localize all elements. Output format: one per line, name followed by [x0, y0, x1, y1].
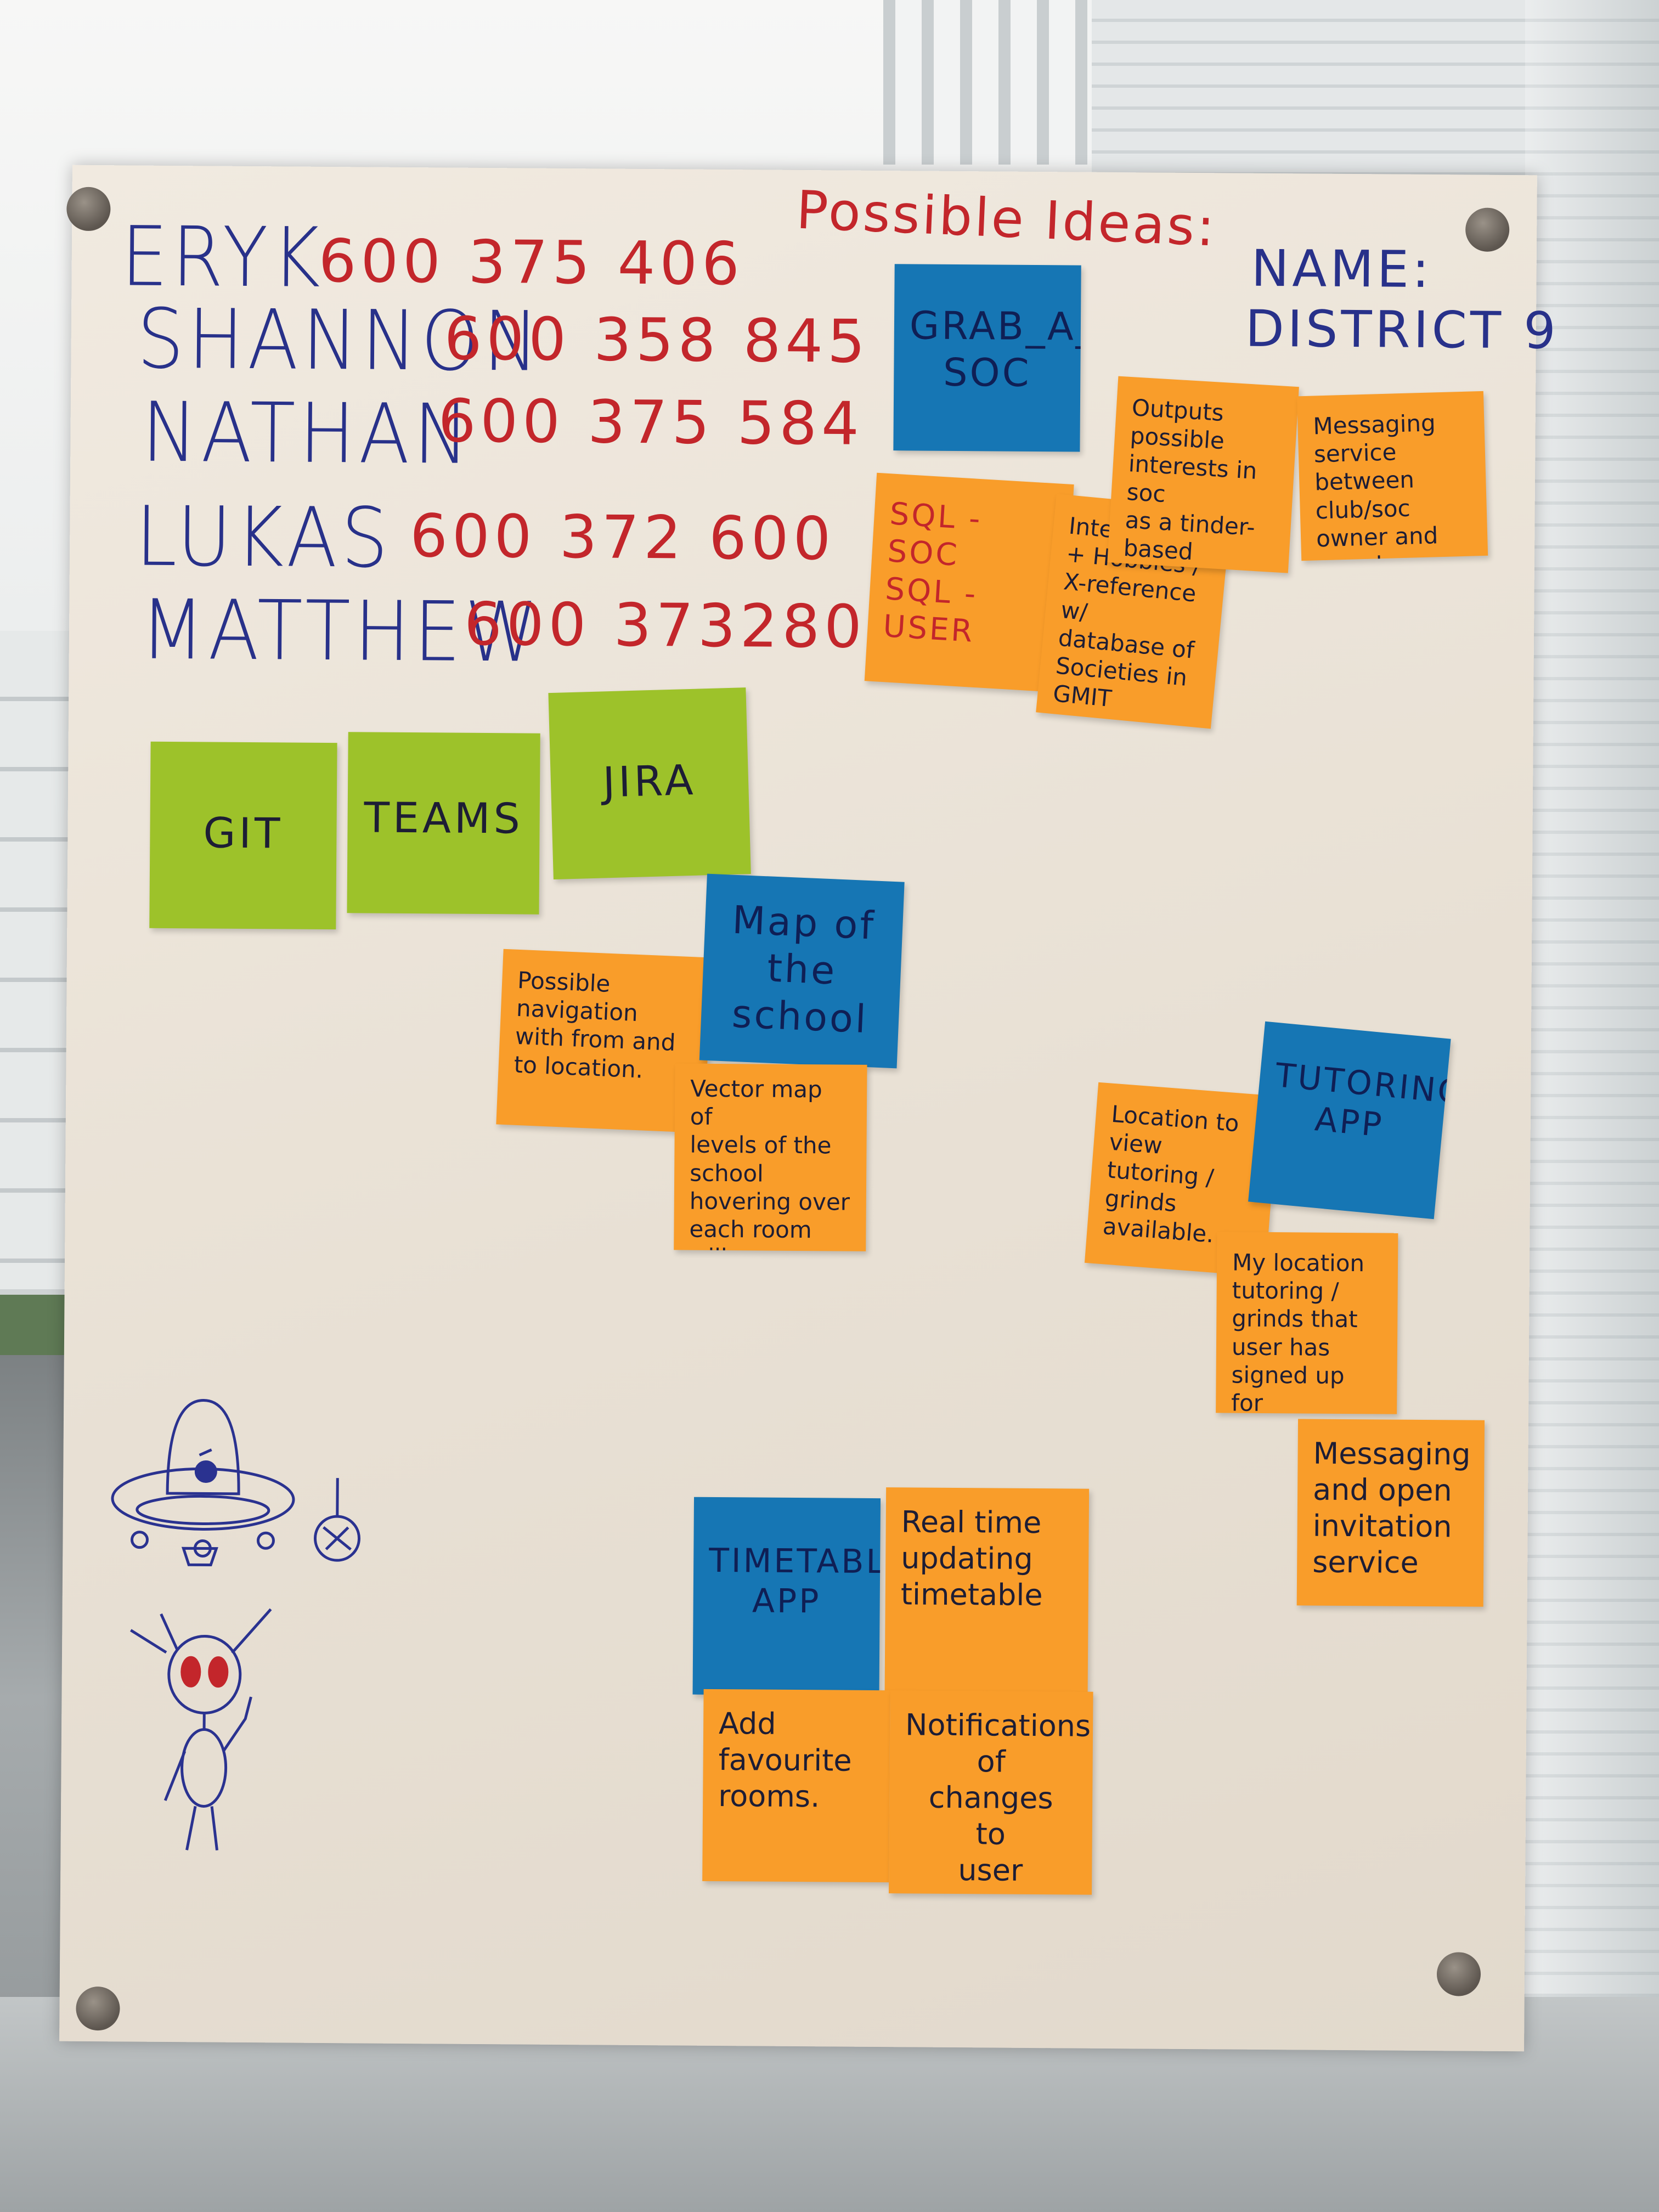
idea-note: Vector map of levels of the school hover… — [674, 1063, 867, 1251]
member-number: 600 372 600 — [409, 502, 836, 574]
idea-note-text: Add favourite rooms. — [718, 1706, 852, 1814]
idea-note: My location tutoring / grinds that user … — [1216, 1232, 1398, 1414]
pushpin-icon — [76, 1986, 120, 2031]
idea-note-text: Messaging service between club/soc owner… — [1312, 409, 1438, 561]
tool-label: GIT — [203, 808, 284, 858]
member-number: 600 375 406 — [318, 227, 744, 299]
ufo-doodle-icon — [111, 1398, 295, 1567]
poster: ERYK 600 375 406 SHANNON 600 358 845 NAT… — [59, 165, 1559, 2052]
idea-note-text: My location tutoring / grinds that user … — [1231, 1249, 1365, 1414]
idea-title: TIMETABLE APP — [708, 1541, 881, 1621]
background-tower — [883, 0, 1114, 165]
pushpin-icon — [1465, 207, 1510, 252]
team-name: DISTRICT 9 — [1245, 299, 1560, 360]
member-name: LUKAS — [135, 489, 393, 586]
tool-label: TEAMS — [364, 793, 524, 843]
tool-note: TEAMS — [347, 732, 540, 915]
idea-note: Messaging service between club/soc owner… — [1296, 391, 1488, 561]
idea-title-note-grab-a-soc: GRAB_A_ SOC — [893, 264, 1081, 452]
idea-note: Messaging and open invitation service — [1296, 1419, 1485, 1607]
ideas-title: Possible Ideas: — [795, 179, 1218, 258]
pushpin-icon — [66, 187, 111, 232]
idea-note-text: Real time updating timetable — [900, 1504, 1043, 1612]
background-building-shade — [1525, 0, 1659, 2212]
idea-title: GRAB_A_ SOC — [909, 303, 1081, 396]
idea-title: Map of the school — [731, 897, 877, 1042]
idea-note-text: Notifications of changes to user — [905, 1707, 1091, 1888]
idea-note-text: SQL - SOC SQL - USER — [882, 496, 984, 650]
team-name-label: NAME: — [1251, 239, 1433, 300]
alien-doodle-icon — [130, 1478, 361, 1850]
idea-note: Real time updating timetable — [884, 1487, 1090, 1697]
pushpin-icon — [1436, 1952, 1481, 1996]
idea-note-text: Possible navigation with from and to loc… — [513, 966, 676, 1084]
idea-title-note-map: Map of the school — [699, 873, 905, 1069]
member-name: NATHAN — [141, 385, 473, 483]
idea-note: Outputs possible interests in soc as a t… — [1107, 376, 1299, 573]
idea-note-text: Outputs possible interests in soc as a t… — [1121, 394, 1258, 573]
ufo-alien-doodle — [111, 1398, 361, 1850]
idea-note-text: Vector map of levels of the school hover… — [689, 1075, 850, 1251]
idea-title-note-tutoring: TUTORING APP — [1248, 1021, 1451, 1220]
tool-note: JIRA — [548, 687, 751, 880]
member-number: 600 373280 — [464, 590, 867, 662]
idea-note-text: Location to view tutoring / grinds avail… — [1102, 1100, 1240, 1248]
idea-note-text: Messaging and open invitation service — [1312, 1436, 1471, 1580]
tool-note: GIT — [149, 741, 337, 930]
idea-note: Add favourite rooms. — [702, 1689, 890, 1883]
member-number: 600 375 584 — [438, 387, 864, 459]
idea-title: TUTORING APP — [1273, 1056, 1451, 1145]
idea-note: Notifications of changes to user — [889, 1690, 1093, 1895]
member-number: 600 358 845 — [444, 304, 870, 376]
idea-title-note-timetable: TIMETABLE APP — [692, 1497, 881, 1696]
tool-label: JIRA — [602, 755, 697, 807]
